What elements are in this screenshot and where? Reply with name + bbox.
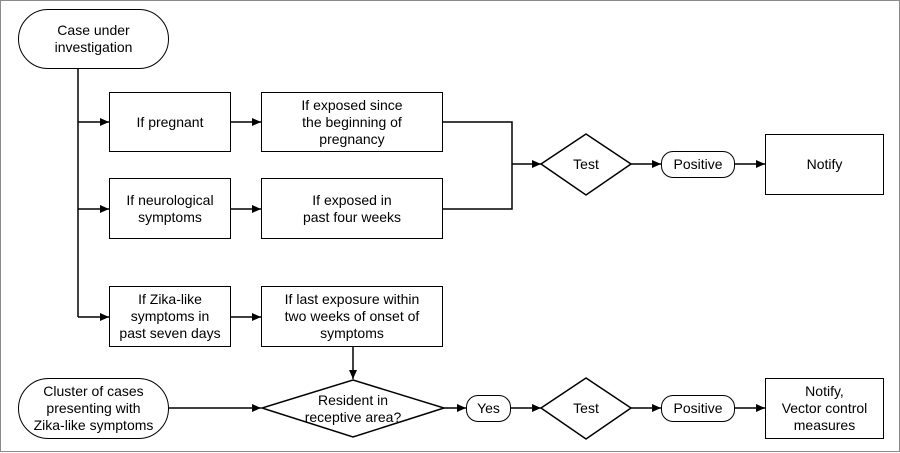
exposed-since-pregnancy-node: If exposed since the beginning of pregna… (261, 92, 443, 152)
yes-node: Yes (466, 395, 511, 422)
positive-1-node: Positive (661, 151, 735, 178)
if-neurological-node: If neurological symptoms (109, 178, 231, 239)
test-2-diamond (539, 377, 633, 440)
exposed-past-four-weeks-node: If exposed in past four weeks (261, 178, 443, 239)
case-under-investigation-node: Case under investigation (18, 9, 169, 69)
positive-2-node: Positive (661, 395, 735, 422)
if-zika-like-node: If Zika-like symptoms in past seven days (109, 286, 231, 347)
test-2-label: Test (573, 399, 599, 416)
if-pregnant-node: If pregnant (109, 92, 231, 152)
test-1-diamond (539, 133, 633, 196)
notify-vector-control-node: Notify, Vector control measures (765, 378, 884, 439)
resident-receptive-label: Resident in receptive area? (304, 392, 402, 425)
cluster-of-cases-node: Cluster of cases presenting with Zika-li… (18, 378, 169, 439)
merge-from-pregnancy (443, 121, 513, 210)
resident-diamond (259, 379, 447, 438)
notify-node: Notify (765, 134, 884, 195)
last-exposure-node: If last exposure within two weeks of ons… (261, 286, 443, 347)
test-1-label: Test (573, 155, 599, 172)
